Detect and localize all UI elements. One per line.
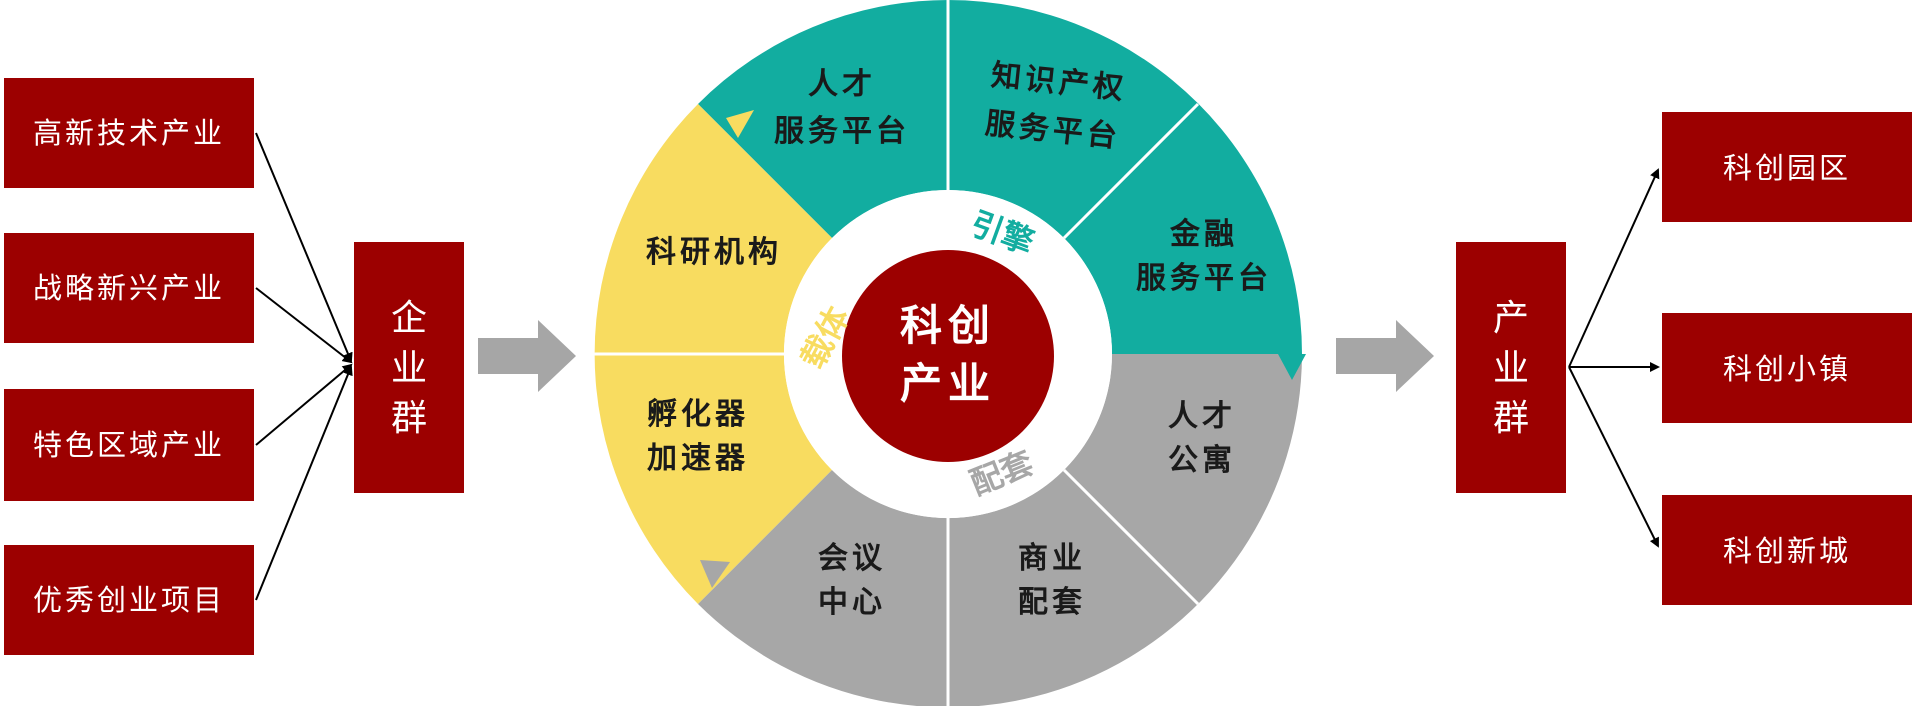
center-core (842, 250, 1054, 462)
engine-sector-left (698, 0, 948, 238)
segment-apartment-line1: 人才 (1168, 399, 1236, 434)
center-label-line1: 科创 (900, 301, 996, 350)
left-box-regional: 特色区域产业 (4, 389, 254, 501)
right-box-city: 科创新城 (1662, 495, 1912, 605)
segment-incubator-line1: 孵化器 (647, 397, 749, 432)
right-connectors (1568, 168, 1660, 548)
segment-finance-service-line1: 金融 (1169, 217, 1238, 252)
industry-group-char: 群 (1493, 398, 1529, 439)
connector-arrow (255, 365, 353, 601)
segment-talent-service-line2: 服务平台 (774, 114, 910, 149)
flow-triangle (1278, 354, 1306, 380)
sector-dividers (594, 0, 1200, 706)
left-box-high-tech: 高新技术产业 (4, 78, 254, 188)
enterprise-group-char: 群 (391, 398, 427, 439)
connector-arrow (1568, 168, 1660, 368)
segment-commerce-line2: 配套 (1018, 585, 1086, 620)
industry-group-box: 产 业 群 (1456, 242, 1566, 493)
flow-triangle (726, 110, 754, 138)
segment-finance-service-line2: 服务平台 (1136, 261, 1272, 296)
left-box-label: 高新技术产业 (33, 116, 225, 150)
segment-research: 科研机构 (646, 235, 782, 270)
enterprise-group-box: 企 业 群 (354, 242, 464, 493)
support-sector (698, 354, 1302, 706)
right-boxes: 科创园区 科创小镇 科创新城 (1662, 112, 1912, 605)
industry-group-char: 产 (1493, 298, 1529, 339)
right-box-label: 科创园区 (1723, 151, 1851, 185)
enterprise-group-char: 业 (391, 348, 427, 389)
right-box-town: 科创小镇 (1662, 313, 1912, 423)
flow-arrow-right (1336, 320, 1434, 392)
segment-conference-line1: 会议 (818, 541, 886, 576)
left-boxes: 高新技术产业 战略新兴产业 特色区域产业 优秀创业项目 (4, 78, 254, 655)
industry-group-char: 业 (1493, 348, 1529, 389)
flow-arrow-left (478, 320, 576, 392)
right-box-label: 科创小镇 (1723, 352, 1851, 386)
segment-talent-service-line1: 人才 (808, 67, 876, 102)
circle-diagram: 科创 产业 引擎 载体 配套 人才 服务平台 知识产权 服务平台 金融 服务平台… (594, 0, 1306, 706)
segment-incubator-line2: 加速器 (647, 441, 749, 476)
connector-arrow (1568, 366, 1659, 548)
connector-arrow (255, 287, 353, 364)
left-box-label: 优秀创业项目 (33, 583, 225, 617)
right-box-label: 科创新城 (1723, 534, 1851, 568)
left-box-label: 战略新兴产业 (33, 271, 225, 305)
segment-conference-line2: 中心 (818, 585, 886, 620)
connector-arrow (255, 132, 353, 363)
segment-apartment-line2: 公寓 (1168, 443, 1236, 478)
left-box-label: 特色区域产业 (33, 428, 225, 462)
connector-arrow (255, 363, 353, 446)
segment-commerce-line1: 商业 (1018, 541, 1086, 576)
flow-triangle (700, 560, 730, 588)
right-box-park: 科创园区 (1662, 112, 1912, 222)
left-box-startup: 优秀创业项目 (4, 545, 254, 655)
left-connectors (255, 132, 353, 601)
enterprise-group-char: 企 (391, 298, 427, 339)
left-box-strategic: 战略新兴产业 (4, 233, 254, 343)
center-label-line2: 产业 (900, 359, 996, 408)
